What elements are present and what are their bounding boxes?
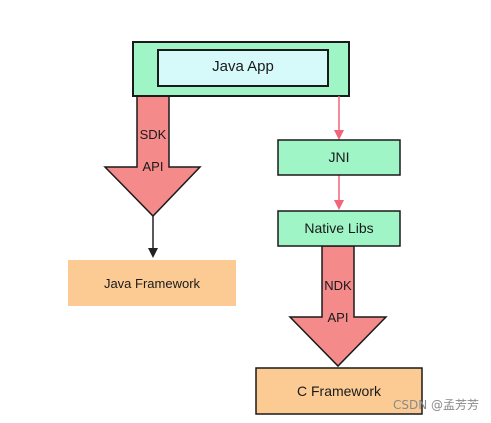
- sdk-api-arrow: [103, 95, 202, 218]
- java-app-inner-box: [157, 49, 329, 87]
- watermark-text: CSDN @孟芳芳: [392, 398, 479, 412]
- native-libs-box: [277, 210, 401, 247]
- java-framework-box: [68, 260, 236, 306]
- ndk-api-arrow: [288, 245, 388, 368]
- c-framework-box: [255, 367, 423, 415]
- jni-box: [277, 139, 401, 176]
